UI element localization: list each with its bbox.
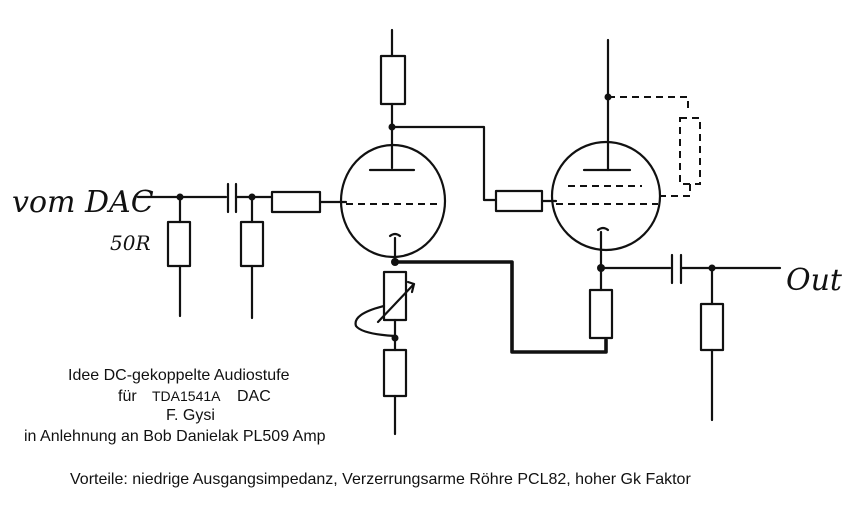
interstage-link xyxy=(390,125,498,202)
input-label: vom DAC xyxy=(12,185,154,220)
note-dac: DAC xyxy=(237,388,271,405)
cathode-1 xyxy=(388,232,402,238)
note-reference: in Anlehnung an Bob Danielak PL509 Amp xyxy=(24,428,326,445)
note-title: Idee DC-gekoppelte Audiostufe xyxy=(68,367,290,384)
note-author: F. Gysi xyxy=(166,407,215,424)
screen-supply-dashed xyxy=(608,96,701,197)
note-chip: TDA1541A xyxy=(152,388,221,404)
potentiometer-arrow-head xyxy=(406,280,416,294)
cathode-resistor-1 xyxy=(382,348,408,398)
cathode-2 xyxy=(596,226,610,232)
grid-stopper-resistor-2 xyxy=(494,189,544,213)
potentiometer-arrow xyxy=(376,282,416,324)
plate-resistor-1 xyxy=(379,54,407,106)
input-resistor-50r xyxy=(166,220,192,268)
dc-coupling-link xyxy=(393,260,608,354)
note-for-prefix: für xyxy=(118,388,137,405)
note-advantages: Vorteile: niedrige Ausgangsimpedanz, Ver… xyxy=(70,471,691,488)
grid-stopper-resistor-1 xyxy=(270,190,322,214)
output-load-resistor xyxy=(699,302,725,352)
grid-bias-wiring xyxy=(234,193,274,320)
grid-leak-resistor xyxy=(239,220,265,268)
potentiometer-wiper xyxy=(354,304,397,338)
triode-tube-1 xyxy=(339,143,447,259)
input-resistor-label: 50R xyxy=(110,231,151,255)
pentode-tube-2 xyxy=(550,140,662,252)
input-coupling-capacitor xyxy=(226,182,238,214)
output-coupling-capacitor xyxy=(670,253,683,285)
input-wiring xyxy=(136,193,228,318)
cathode-resistor-2 xyxy=(588,288,614,340)
output-label: Out xyxy=(786,263,843,298)
